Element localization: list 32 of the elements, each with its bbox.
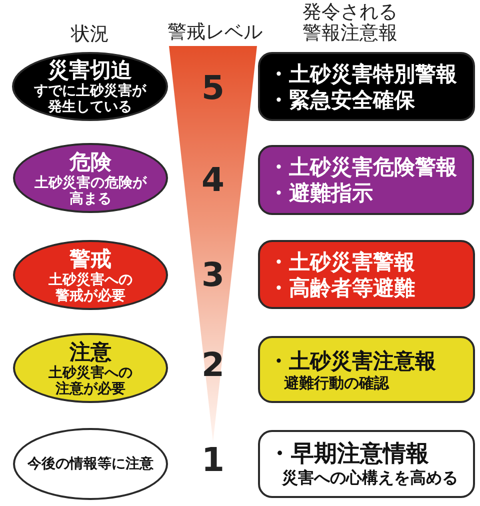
level-number: 3: [200, 257, 226, 293]
column-header: 発令される警報注意報: [302, 2, 398, 44]
warning-box: [258, 336, 475, 403]
warning-box: [258, 430, 475, 498]
warning-box: [258, 145, 474, 215]
level-number: 4: [200, 162, 226, 198]
warning-item: ・避難指示: [268, 180, 373, 206]
warning-box: [258, 52, 475, 121]
warning-box: [258, 240, 475, 309]
status-heading: 注意: [70, 340, 112, 364]
level-number: 1: [200, 442, 226, 478]
warning-item: ・高齢者等避難: [268, 274, 415, 300]
status-heading: 災害切迫: [48, 58, 132, 82]
level-number: 5: [200, 70, 226, 106]
status-text: 土砂災害への警戒が必要: [48, 272, 134, 304]
warning-item: 避難行動の確認: [284, 374, 389, 392]
warning-item: 災害への心構えを高める: [282, 468, 458, 488]
warning-item: ・土砂災害危険警報: [268, 154, 457, 180]
warning-item: ・土砂災害特別警報: [268, 60, 457, 86]
status-text: 土砂災害の危険が高まる: [34, 174, 148, 206]
status-text: すでに土砂災害が発生している: [33, 83, 148, 115]
warning-item: ・緊急安全確保: [268, 86, 415, 112]
status-text: 土砂災害への注意が必要: [48, 364, 134, 396]
status-heading: 警戒: [70, 246, 112, 272]
status-text: 今後の情報等に注意: [26, 456, 154, 472]
column-header: 警戒レベル: [166, 22, 264, 43]
warning-item: ・早期注意情報: [268, 440, 429, 468]
status-heading: 危険: [70, 150, 112, 174]
column-header: 状況: [70, 24, 110, 45]
warning-item: ・土砂災害警報: [268, 248, 415, 274]
warning-item: ・土砂災害注意報: [268, 348, 436, 374]
level-number: 2: [200, 347, 226, 383]
